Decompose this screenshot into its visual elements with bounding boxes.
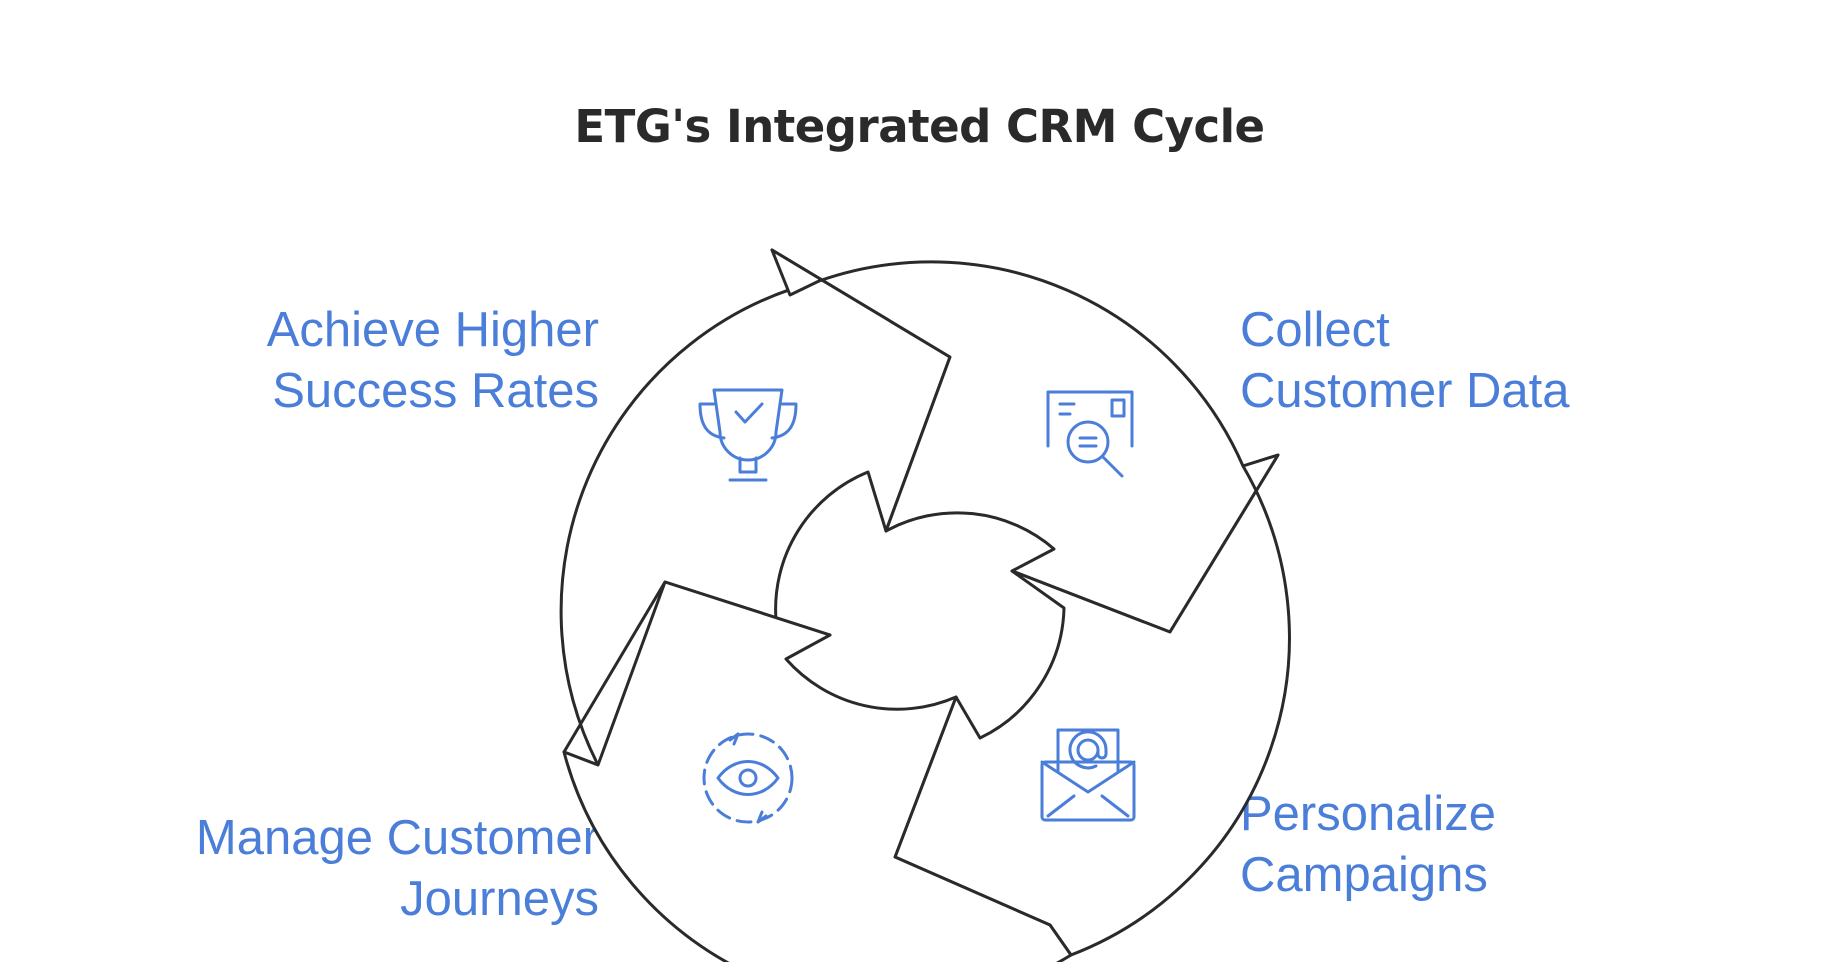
- cycle-segment-achieve: [559, 248, 952, 767]
- step-label-collect: Collect Customer Data: [1240, 300, 1570, 422]
- page-title: ETG's Integrated CRM Cycle: [574, 100, 1265, 153]
- step-label-manage: Manage Customer Journeys: [196, 808, 599, 930]
- step-label-manage-line1: Manage Customer: [195, 811, 599, 865]
- step-label-collect-line2: Customer Data: [1240, 364, 1570, 418]
- step-label-manage-line2: Journeys: [400, 872, 599, 926]
- step-label-achieve-line2: Success Rates: [272, 364, 599, 418]
- cycle-segment-personalize: [893, 453, 1291, 957]
- cycle-segment-manage: [562, 580, 1073, 962]
- eye-cycle-icon: [702, 732, 794, 824]
- step-label-personalize: Personalize Campaigns: [1240, 784, 1496, 906]
- step-label-achieve-line1: Achieve Higher: [266, 303, 599, 357]
- step-label-collect-line1: Collect: [1240, 303, 1390, 357]
- step-label-personalize-line1: Personalize: [1240, 787, 1497, 841]
- step-label-achieve: Achieve Higher Success Rates: [267, 300, 599, 422]
- step-label-personalize-line2: Campaigns: [1240, 848, 1488, 902]
- document-search-icon: [1046, 390, 1134, 478]
- email-envelope-icon: [1040, 728, 1136, 822]
- trophy-check-icon: [698, 388, 798, 482]
- cycle-segment-collect: [770, 248, 1280, 634]
